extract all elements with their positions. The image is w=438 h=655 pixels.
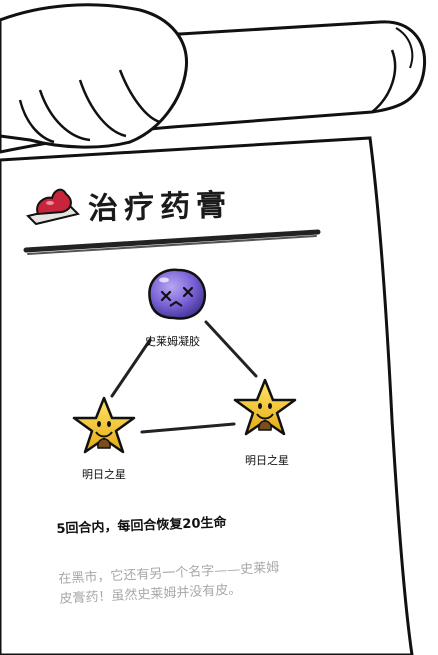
link-left-right <box>140 422 236 434</box>
paper-sheet <box>0 136 414 655</box>
ingredient-top-name: 史莱姆凝胶 <box>145 335 200 348</box>
smiling-star-icon <box>72 396 136 454</box>
ingredient-right-name: 明日之星 <box>245 454 289 467</box>
scroll-roll-curl <box>371 49 397 113</box>
smiling-star-icon <box>233 378 297 436</box>
link-top-left <box>110 338 152 398</box>
red-potion-blob-icon <box>26 188 80 226</box>
purple-slime-gel-icon <box>148 268 207 320</box>
ingredient-left-name: 明日之星 <box>82 468 126 481</box>
scroll-roll-edge <box>395 27 414 69</box>
recipe-title: 治疗药膏 <box>87 188 233 227</box>
link-top-right <box>204 320 258 378</box>
hand-icon <box>0 3 188 149</box>
title-underline <box>23 229 321 253</box>
